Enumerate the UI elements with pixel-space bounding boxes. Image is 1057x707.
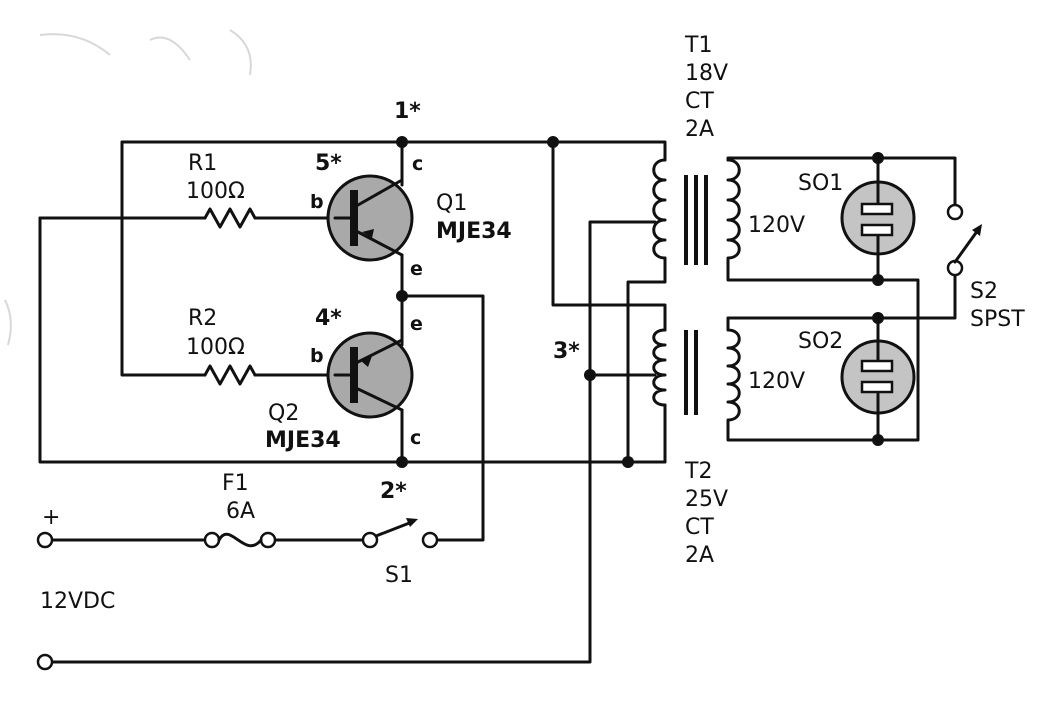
node-3-label: 3* <box>553 339 580 364</box>
transformer-t1 <box>652 158 741 272</box>
t2-name: T2 <box>684 459 712 484</box>
node-1-label: 1* <box>394 99 421 124</box>
so2-label: SO2 <box>798 329 843 354</box>
transformer-t2 <box>652 316 741 432</box>
q1-base-pin: b <box>310 191 324 213</box>
t1-secondary-voltage: 120V <box>748 213 805 238</box>
t2-current: 2A <box>685 543 714 568</box>
labels: R1 100Ω R2 100Ω 5* 1* 4* 2* 3* c b e e b… <box>40 33 1025 614</box>
so1-label: SO1 <box>798 171 843 196</box>
r1-value: 100Ω <box>186 179 245 204</box>
supply-voltage-label: 12VDC <box>40 589 115 614</box>
q1-name: Q1 <box>436 191 467 216</box>
socket-so1 <box>840 156 916 282</box>
transistor-q1 <box>326 174 414 262</box>
r1-name: R1 <box>188 151 217 176</box>
supply-terminals <box>36 531 54 671</box>
wires <box>38 140 957 664</box>
q1-emitter-pin: e <box>410 258 423 280</box>
q1-collector-pin: c <box>412 153 423 175</box>
q1-part: MJE34 <box>436 219 512 244</box>
node-5-label: 5* <box>315 151 342 176</box>
t1-name: T1 <box>684 33 712 58</box>
s2-type: SPST <box>970 307 1025 332</box>
f1-value: 6A <box>226 499 255 524</box>
t1-current: 2A <box>685 117 714 142</box>
node-4-label: 4* <box>315 306 342 331</box>
scan-artifacts <box>4 29 252 346</box>
socket-so2 <box>840 316 916 442</box>
q2-base-pin: b <box>310 345 324 367</box>
s1-name: S1 <box>385 563 413 588</box>
resistor-r1 <box>203 207 257 229</box>
switch-s2 <box>946 203 982 277</box>
fuse-f1 <box>203 531 277 549</box>
r2-name: R2 <box>188 306 217 331</box>
transistor-q2 <box>326 331 414 419</box>
node-2-label: 2* <box>380 479 407 504</box>
s2-name: S2 <box>970 279 998 304</box>
t2-secondary-voltage: 120V <box>748 369 805 394</box>
f1-name: F1 <box>222 471 249 496</box>
resistor-r2 <box>203 364 257 386</box>
r2-value: 100Ω <box>186 335 245 360</box>
t2-voltage: 25V <box>685 487 728 512</box>
t1-voltage: 18V <box>685 61 728 86</box>
q2-emitter-pin: e <box>410 313 423 335</box>
t1-ct: CT <box>685 89 714 114</box>
plus-terminal-label: + <box>42 505 60 530</box>
q2-collector-pin: c <box>410 427 421 449</box>
q2-part: MJE34 <box>265 428 341 453</box>
q2-name: Q2 <box>268 401 299 426</box>
switch-s1 <box>361 518 439 549</box>
t2-ct: CT <box>685 515 714 540</box>
